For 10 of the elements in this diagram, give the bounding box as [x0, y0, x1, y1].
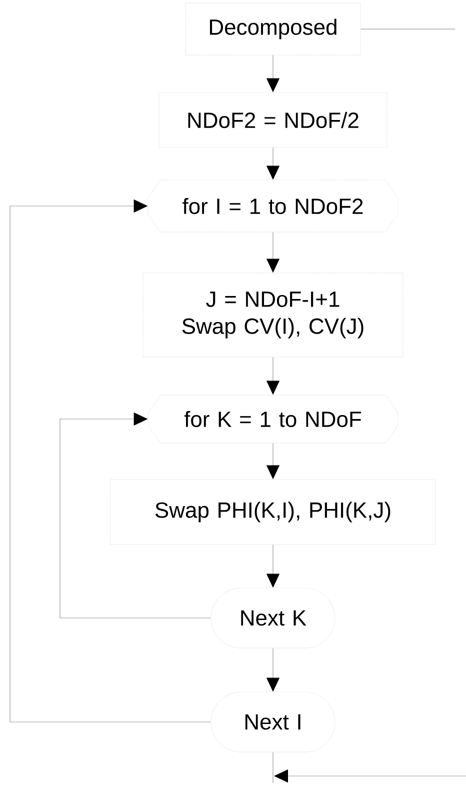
process-box: J = NDoF-I+1 Swap CV(I), CV(J)	[142, 272, 404, 358]
terminator-box: Next I	[210, 692, 336, 752]
process-box: Swap PHI(K,I), PHI(K,J)	[110, 479, 436, 545]
terminator-box: Next K	[210, 588, 336, 648]
process-box: NDoF2 = NDoF/2	[158, 92, 388, 148]
arrow	[60, 412, 212, 618]
arrow	[10, 199, 212, 722]
loop-hexagon: for K = 1 to NDoF	[148, 394, 398, 444]
process-box: Decomposed	[185, 2, 361, 56]
loop-hexagon: for I = 1 to NDoF2	[148, 180, 398, 232]
